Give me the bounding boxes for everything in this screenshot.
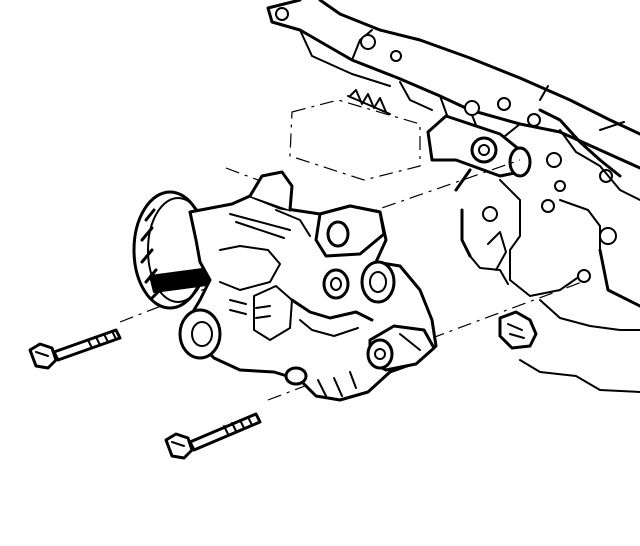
lower-bolt bbox=[164, 412, 262, 460]
spring-clip bbox=[347, 89, 391, 115]
upper-bolt bbox=[28, 328, 122, 370]
engine-block bbox=[266, 0, 640, 393]
ac-compressor bbox=[132, 170, 438, 402]
mounting-stud bbox=[498, 310, 538, 350]
